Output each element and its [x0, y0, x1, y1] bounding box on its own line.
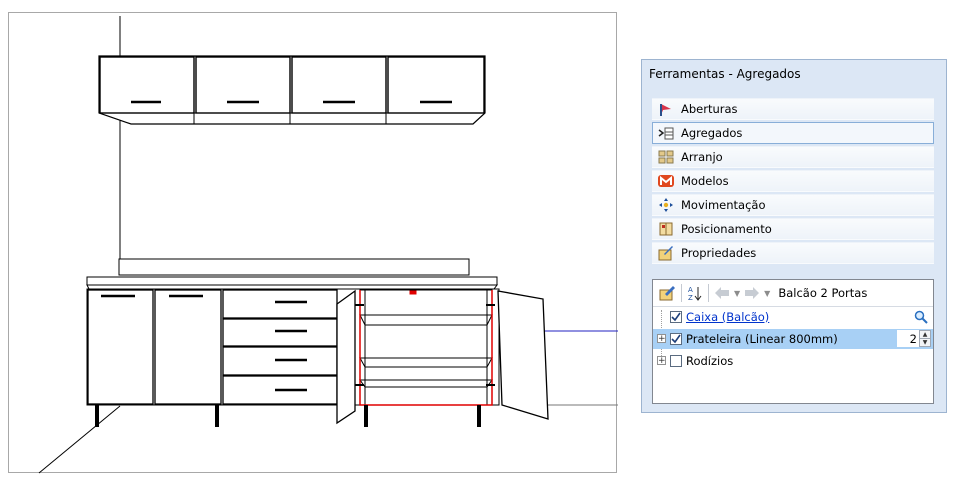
- search-icon[interactable]: [914, 310, 928, 327]
- stepper-up-icon[interactable]: ▲: [920, 331, 930, 339]
- aberturas-icon: [658, 101, 674, 117]
- movimentacao-icon: [658, 197, 674, 213]
- floor-line: [38, 405, 121, 474]
- properties-icon: [659, 286, 675, 301]
- rodizios-label: Rodízios: [686, 354, 734, 368]
- sort-az-icon: AZ: [688, 286, 702, 301]
- tree-node-rodizios[interactable]: + Rodízios: [653, 351, 933, 371]
- propriedades-icon: [658, 245, 674, 261]
- expand-icon[interactable]: +: [657, 334, 666, 344]
- tool-modelos[interactable]: Modelos: [652, 170, 934, 192]
- back-button[interactable]: [714, 283, 730, 303]
- tools-panel: Ferramentas - Agregados Aberturas Agrega…: [641, 59, 947, 413]
- svg-text:A: A: [688, 286, 693, 294]
- tool-agregados[interactable]: Agregados: [652, 122, 934, 144]
- tree-title: Balcão 2 Portas: [778, 286, 868, 300]
- forward-dropdown-icon[interactable]: ▼: [764, 288, 771, 298]
- countertop: [86, 276, 498, 286]
- tool-label: Arranjo: [681, 150, 723, 164]
- back-dropdown-icon[interactable]: ▼: [734, 288, 741, 298]
- tool-label: Movimentação: [681, 198, 766, 212]
- tool-label: Modelos: [681, 174, 729, 188]
- properties-button[interactable]: [659, 283, 676, 303]
- toolbar-separator: [708, 284, 709, 302]
- prateleira-checkbox[interactable]: [670, 333, 682, 345]
- tree-node-caixa[interactable]: Caixa (Balcão): [653, 307, 933, 327]
- toolbar-separator: [681, 284, 682, 302]
- tool-aberturas[interactable]: Aberturas: [652, 98, 934, 120]
- tool-label: Propriedades: [681, 246, 757, 260]
- tool-propriedades[interactable]: Propriedades: [652, 242, 934, 264]
- posicionamento-icon: [658, 221, 674, 237]
- checkmark-icon: [671, 334, 681, 344]
- kitchen-drawing: [38, 16, 618, 474]
- quantity-value[interactable]: 2: [909, 331, 917, 346]
- drawer-1: [222, 289, 338, 319]
- base-door-2: [154, 289, 222, 405]
- upper-cabinets: [98, 55, 486, 125]
- arrow-right-icon: [745, 287, 760, 299]
- tool-label: Posicionamento: [681, 222, 772, 236]
- 3d-viewport[interactable]: [8, 12, 618, 474]
- tool-posicionamento[interactable]: Posicionamento: [652, 218, 934, 240]
- tool-label: Aberturas: [681, 102, 738, 116]
- backsplash: [118, 258, 470, 276]
- tool-label: Agregados: [681, 126, 743, 140]
- modelos-icon: [658, 173, 674, 189]
- caixa-link[interactable]: Caixa (Balcão): [686, 310, 770, 324]
- quantity-stepper[interactable]: 2 ▲ ▼: [897, 330, 931, 347]
- open-cabinet: [336, 289, 549, 425]
- caixa-checkbox[interactable]: [670, 311, 682, 323]
- stepper-buttons: ▲ ▼: [919, 330, 931, 347]
- arranjo-icon: [658, 149, 674, 165]
- prateleira-label: Prateleira (Linear 800mm): [686, 332, 838, 346]
- base-door-1: [87, 289, 154, 405]
- tree-node-prateleira[interactable]: + Prateleira (Linear 800mm) 2 ▲ ▼: [653, 329, 933, 349]
- tool-list: Aberturas Agregados Arranjo Modelos Movi…: [652, 98, 934, 266]
- expand-icon[interactable]: +: [657, 356, 666, 366]
- tool-arranjo[interactable]: Arranjo: [652, 146, 934, 168]
- stepper-down-icon[interactable]: ▼: [922, 339, 928, 346]
- arrow-left-icon: [715, 287, 729, 299]
- forward-button[interactable]: [744, 283, 760, 303]
- tool-movimentacao[interactable]: Movimentação: [652, 194, 934, 216]
- panel-title: Ferramentas - Agregados: [649, 67, 801, 81]
- svg-text:Z: Z: [688, 294, 693, 301]
- rodizios-checkbox[interactable]: [670, 355, 682, 367]
- drawer-2: [222, 318, 338, 347]
- checkmark-icon: [671, 312, 681, 322]
- agregados-icon: [658, 125, 674, 141]
